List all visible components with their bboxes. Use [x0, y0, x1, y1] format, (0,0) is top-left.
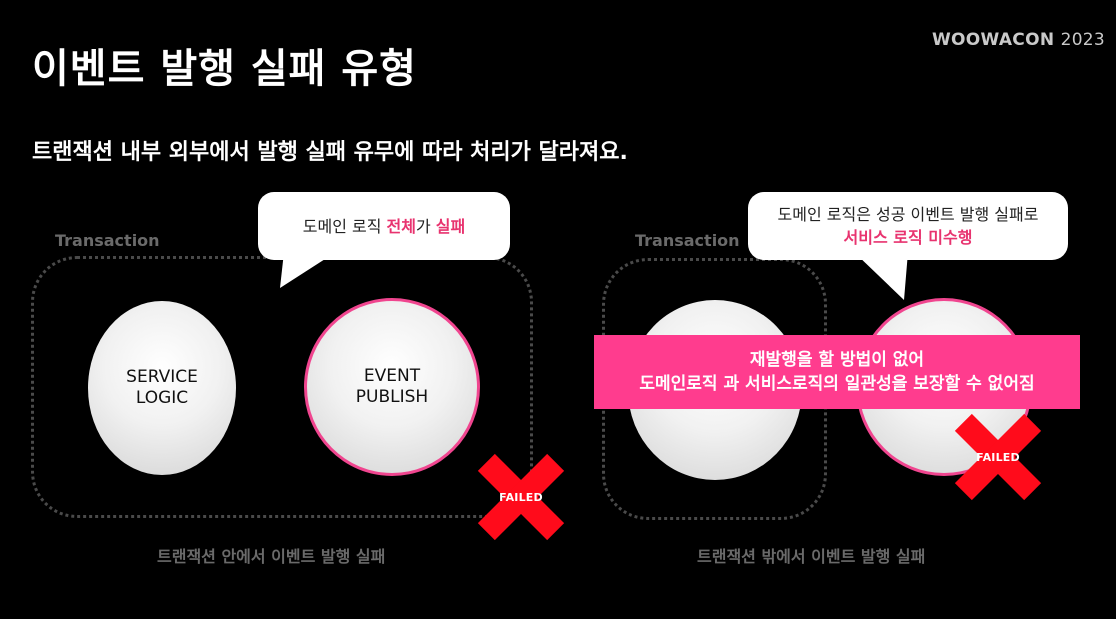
- left-bubble-text-pre: 도메인 로직: [302, 216, 387, 236]
- brand-year: 2023: [1060, 30, 1106, 50]
- brand-logo: WOOWACON 2023: [932, 30, 1105, 50]
- brand-name: WOOWACON: [932, 30, 1055, 50]
- left-failed-x-icon: FAILED: [477, 453, 565, 541]
- right-speech-bubble: 도메인 로직은 성공 이벤트 발행 실패로 서비스 로직 미수행: [748, 192, 1068, 260]
- warning-banner-line-1: 재발행을 할 방법이 없어: [749, 350, 925, 370]
- event-publish-label-1: EVENT: [363, 366, 421, 386]
- left-bubble-text: 도메인 로직 전체가 실패: [303, 215, 466, 238]
- right-failed-label: FAILED: [976, 450, 1020, 464]
- slide-subtitle: 트랜잭션 내부 외부에서 발행 실패 유무에 따라 처리가 달라져요.: [32, 140, 628, 165]
- warning-banner-line-2: 도메인로직 과 서비스로직의 일관성을 보장할 수 없어짐: [639, 374, 1035, 394]
- right-transaction-label: Transaction: [635, 231, 740, 250]
- left-bubble-tail: [280, 252, 336, 288]
- left-speech-bubble: 도메인 로직 전체가 실패: [258, 192, 510, 260]
- service-logic-label-2: LOGIC: [135, 388, 189, 408]
- event-publish-label-2: PUBLISH: [355, 387, 429, 407]
- left-bubble-highlight-fail: 실패: [435, 216, 466, 236]
- left-failed-label: FAILED: [499, 490, 543, 504]
- left-bubble-highlight-all: 전체: [386, 216, 416, 236]
- right-bubble-line-2: 서비스 로직 미수행: [843, 228, 973, 247]
- service-logic-circle: SERVICE LOGIC: [88, 301, 236, 475]
- right-bubble-tail: [854, 252, 908, 300]
- left-bubble-text-mid: 가: [415, 216, 436, 236]
- right-failed-x-icon: FAILED: [954, 413, 1042, 501]
- right-bubble-line-1: 도메인 로직은 성공 이벤트 발행 실패로: [777, 205, 1039, 224]
- left-transaction-label: Transaction: [55, 231, 160, 250]
- warning-banner: 재발행을 할 방법이 없어 도메인로직 과 서비스로직의 일관성을 보장할 수 …: [594, 335, 1080, 409]
- left-caption: 트랜잭션 안에서 이벤트 발행 실패: [157, 547, 386, 566]
- slide-title: 이벤트 발행 실패 유형: [32, 46, 417, 92]
- right-caption: 트랜잭션 밖에서 이벤트 발행 실패: [697, 547, 926, 566]
- service-logic-label-1: SERVICE: [126, 367, 198, 387]
- event-publish-circle: EVENT PUBLISH: [304, 298, 480, 476]
